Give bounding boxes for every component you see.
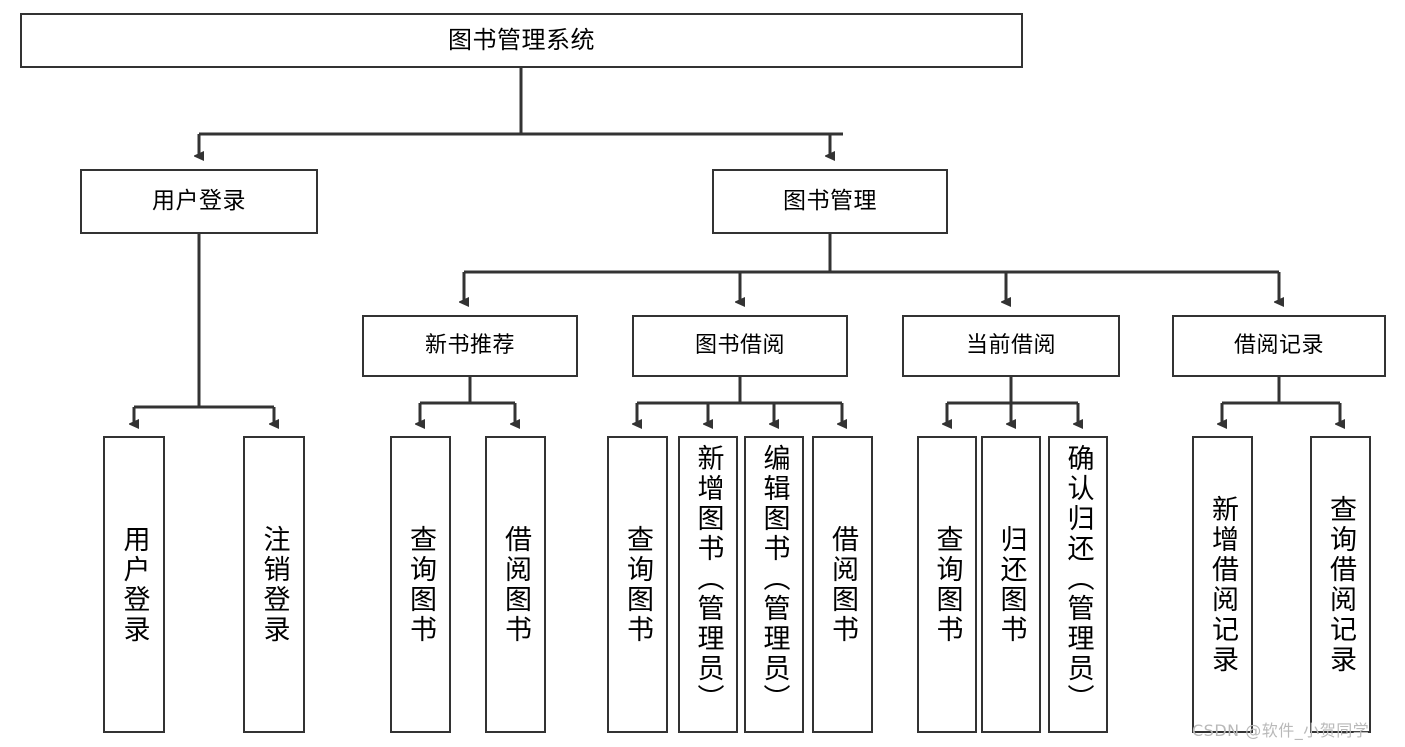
node-book-borrow[interactable]: 图书借阅 <box>632 315 848 377</box>
node-user-login[interactable]: 用户登录 <box>80 169 318 234</box>
node-leaf-add-record-label: 新增借阅记录 <box>1207 494 1238 675</box>
node-book-manage-label: 图书管理 <box>783 187 877 214</box>
node-current-borrow[interactable]: 当前借阅 <box>902 315 1120 377</box>
node-leaf-borrow-book-2[interactable]: 借阅图书 <box>812 436 873 733</box>
node-book-borrow-label: 图书借阅 <box>694 332 785 358</box>
node-new-book-recommend-label: 新书推荐 <box>424 332 515 358</box>
node-leaf-return-book-label: 归还图书 <box>995 524 1027 645</box>
node-leaf-edit-book[interactable]: 编辑图书（管理员） <box>744 436 804 733</box>
node-book-manage[interactable]: 图书管理 <box>712 169 948 234</box>
node-leaf-query-book-3-label: 查询图书 <box>931 524 963 645</box>
node-leaf-query-book-1-label: 查询图书 <box>405 524 436 645</box>
node-leaf-borrow-book-1[interactable]: 借阅图书 <box>485 436 546 733</box>
node-leaf-add-record[interactable]: 新增借阅记录 <box>1192 436 1253 733</box>
node-leaf-query-book-1[interactable]: 查询图书 <box>390 436 451 733</box>
node-leaf-edit-book-label: 编辑图书（管理员） <box>758 444 790 714</box>
node-leaf-borrow-book-1-label: 借阅图书 <box>500 524 531 645</box>
node-leaf-confirm-return[interactable]: 确认归还（管理员） <box>1048 436 1108 733</box>
node-leaf-return-book[interactable]: 归还图书 <box>981 436 1041 733</box>
node-leaf-add-book-label: 新增图书（管理员） <box>692 444 724 714</box>
node-leaf-user-logout-label: 注销登录 <box>258 524 290 645</box>
node-user-login-label: 用户登录 <box>152 187 246 214</box>
csdn-watermark: CSDN @软件_小贺同学 <box>1192 721 1370 740</box>
node-leaf-confirm-return-label: 确认归还（管理员） <box>1062 444 1094 714</box>
node-borrow-record[interactable]: 借阅记录 <box>1172 315 1386 377</box>
node-leaf-user-login[interactable]: 用户登录 <box>103 436 165 733</box>
node-leaf-user-login-label: 用户登录 <box>118 524 150 645</box>
node-borrow-record-label: 借阅记录 <box>1233 332 1324 358</box>
node-root-label: 图书管理系统 <box>448 26 595 55</box>
node-leaf-user-logout[interactable]: 注销登录 <box>243 436 305 733</box>
node-leaf-query-book-2-label: 查询图书 <box>622 524 653 645</box>
node-leaf-query-book-3[interactable]: 查询图书 <box>917 436 977 733</box>
node-root[interactable]: 图书管理系统 <box>20 13 1023 68</box>
node-leaf-query-book-2[interactable]: 查询图书 <box>607 436 668 733</box>
node-leaf-query-record-label: 查询借阅记录 <box>1325 494 1356 675</box>
node-new-book-recommend[interactable]: 新书推荐 <box>362 315 578 377</box>
node-current-borrow-label: 当前借阅 <box>965 332 1056 358</box>
node-leaf-add-book[interactable]: 新增图书（管理员） <box>678 436 738 733</box>
node-leaf-borrow-book-2-label: 借阅图书 <box>827 524 858 645</box>
node-leaf-query-record[interactable]: 查询借阅记录 <box>1310 436 1371 733</box>
